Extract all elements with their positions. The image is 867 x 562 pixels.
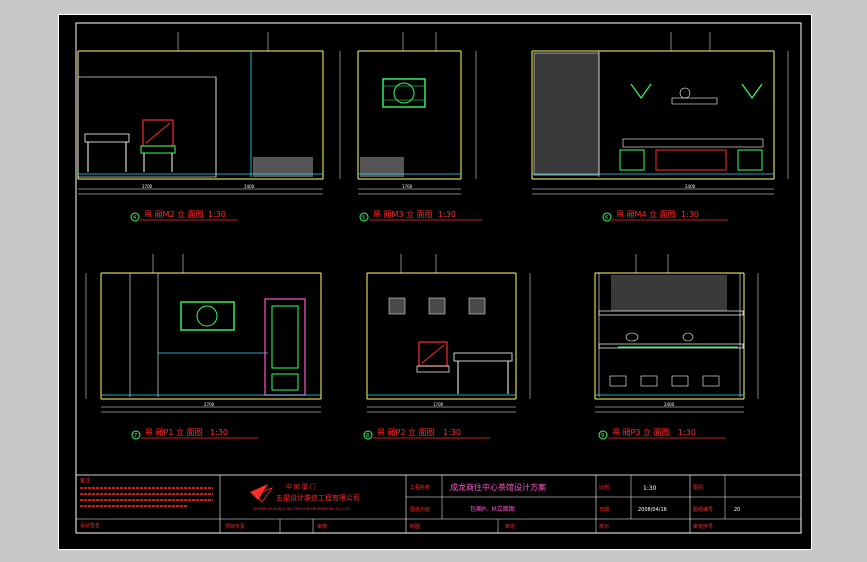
drawing-canvas[interactable]: 2700 1400 4 吊 厢M2 立 面图 1:30: [58, 14, 812, 550]
view-number-m4: 6: [605, 215, 608, 221]
company-en: XIAMEN DESIGN & DECORATION ENGINEERING C…: [253, 507, 351, 511]
dim-m4-a: 2400: [685, 184, 696, 189]
dim-m2-b: 1400: [244, 184, 255, 189]
wall-lamp-left: [630, 83, 652, 100]
title-block: 备注 设计签名 中 国 厦 门 五星设计装修工程有限公司 XIAMEN DESI…: [75, 474, 802, 534]
elevation-p3: 2400 9 吊 厢P3 立 面图 1:30: [594, 254, 759, 440]
sheet-label: 图别: [693, 484, 703, 491]
pattern-wall-panel: [533, 52, 600, 176]
view-label-p2: 8 吊 厢P2 立 面图 1:30: [363, 427, 490, 440]
view-label-p1: 7 吊 厢P1 立 面图 1:30: [131, 427, 258, 440]
elevation-m2: 2700 1400 4 吊 厢M2 立 面图 1:30: [77, 32, 341, 222]
project-label: 工程名称: [410, 484, 430, 491]
drawing-sheet: 2700 1400 4 吊 厢M2 立 面图 1:30: [58, 14, 812, 550]
dim-m2-a: 2700: [142, 184, 153, 189]
floor-hatch: [253, 157, 313, 177]
content-label: 图纸内容: [410, 506, 430, 513]
tea-table: [655, 149, 727, 171]
view-title-p2: 吊 厢P2 立 面图: [377, 427, 435, 437]
view-number-m3: 5: [362, 215, 365, 221]
view-number-p3: 9: [601, 433, 604, 439]
company-line1: 中 国 厦 门: [286, 483, 316, 491]
drawer-label: 制图: [410, 523, 420, 530]
designer-label: 设计签名: [80, 522, 100, 529]
dim-p3-a: 2400: [664, 402, 675, 407]
view-scale-p1: 1:30: [210, 428, 228, 437]
sofa-left: [619, 149, 645, 171]
wall-lamp-right: [741, 83, 763, 100]
view-title-m4: 吊 厢M4 立 面图: [616, 209, 676, 219]
shelf-upper: [598, 310, 744, 316]
view-title-p1: 吊 厢P1 立 面图: [145, 427, 203, 437]
view-label-m4: 6 吊 厢M4 立 面图 1:30: [602, 209, 728, 222]
sheet-no-value: 20: [734, 507, 740, 513]
dim-p2-a: 1700: [433, 402, 444, 407]
scale-value: 1:30: [643, 485, 657, 492]
date-value: 2008/04/16: [638, 507, 667, 513]
view-label-p3: 9 吊 厢P3 立 面图 1:30: [598, 427, 726, 440]
sofa-right: [737, 149, 763, 171]
sheet-outer-border: [58, 14, 812, 550]
view-title-p3: 吊 厢P3 立 面图: [612, 427, 670, 437]
view-title-m2: 吊 厢M2 立 面图: [144, 209, 204, 219]
view-number-p1: 7: [134, 433, 137, 439]
checker-label: 审核: [317, 523, 327, 530]
view-scale-m3: 1:30: [438, 210, 456, 219]
company-logo-icon: [250, 484, 274, 503]
notes-label: 备注: [80, 477, 90, 484]
approver-label: 审定: [505, 523, 515, 530]
company-line2: 五星设计装修工程有限公司: [276, 493, 360, 502]
elevation-m4: 2400 6 吊 厢M4 立 面图 1:30: [531, 32, 789, 222]
wall-tile-3: [468, 297, 486, 315]
stone-wall-panel: [611, 275, 727, 311]
wall-tile-2: [428, 297, 446, 315]
lattice-window: [382, 78, 426, 108]
owner-label: 项目负责: [225, 523, 245, 530]
view-scale-p3: 1:30: [678, 428, 696, 437]
wall-tile-1: [388, 297, 406, 315]
view-scale-m2: 1:30: [208, 210, 226, 219]
lattice-door: [264, 298, 306, 396]
approve2-label: 校对: [599, 523, 609, 530]
view-number-p2: 8: [366, 433, 369, 439]
view-scale-p2: 1:30: [443, 428, 461, 437]
project-name: 成龙商住中心茶馆设计方案: [450, 482, 546, 492]
elevation-p1: 2700 7 吊 厢P1 立 面图 1:30: [85, 254, 322, 440]
lattice-window-p1: [180, 301, 235, 331]
console-table-p2: [453, 352, 513, 362]
dim-p1-a: 2700: [204, 402, 215, 407]
scale-label: 比例: [599, 484, 609, 491]
review-label: 审定序号: [693, 523, 713, 530]
view-scale-m4: 1:30: [681, 210, 699, 219]
view-number-m2: 4: [133, 215, 136, 221]
elevation-p2: 1700 8 吊 厢P2 立 面图 1:30: [363, 254, 531, 440]
date-label: 日期: [599, 507, 609, 513]
view-label-m2: 4 吊 厢M2 立 面图 1:30: [130, 209, 238, 222]
elevation-m3: 1700 5 吊 厢M3 立 面图 1:30: [357, 32, 482, 222]
sheet-no-label: 图纸编号: [693, 506, 713, 513]
content-value: 包厢P、M立面图: [470, 505, 515, 513]
view-title-m3: 吊 厢M3 立 面图: [373, 209, 433, 219]
console-table: [84, 133, 130, 143]
view-label-m3: 5 吊 厢M3 立 面图 1:30: [359, 209, 482, 222]
dim-m3-a: 1700: [402, 184, 413, 189]
